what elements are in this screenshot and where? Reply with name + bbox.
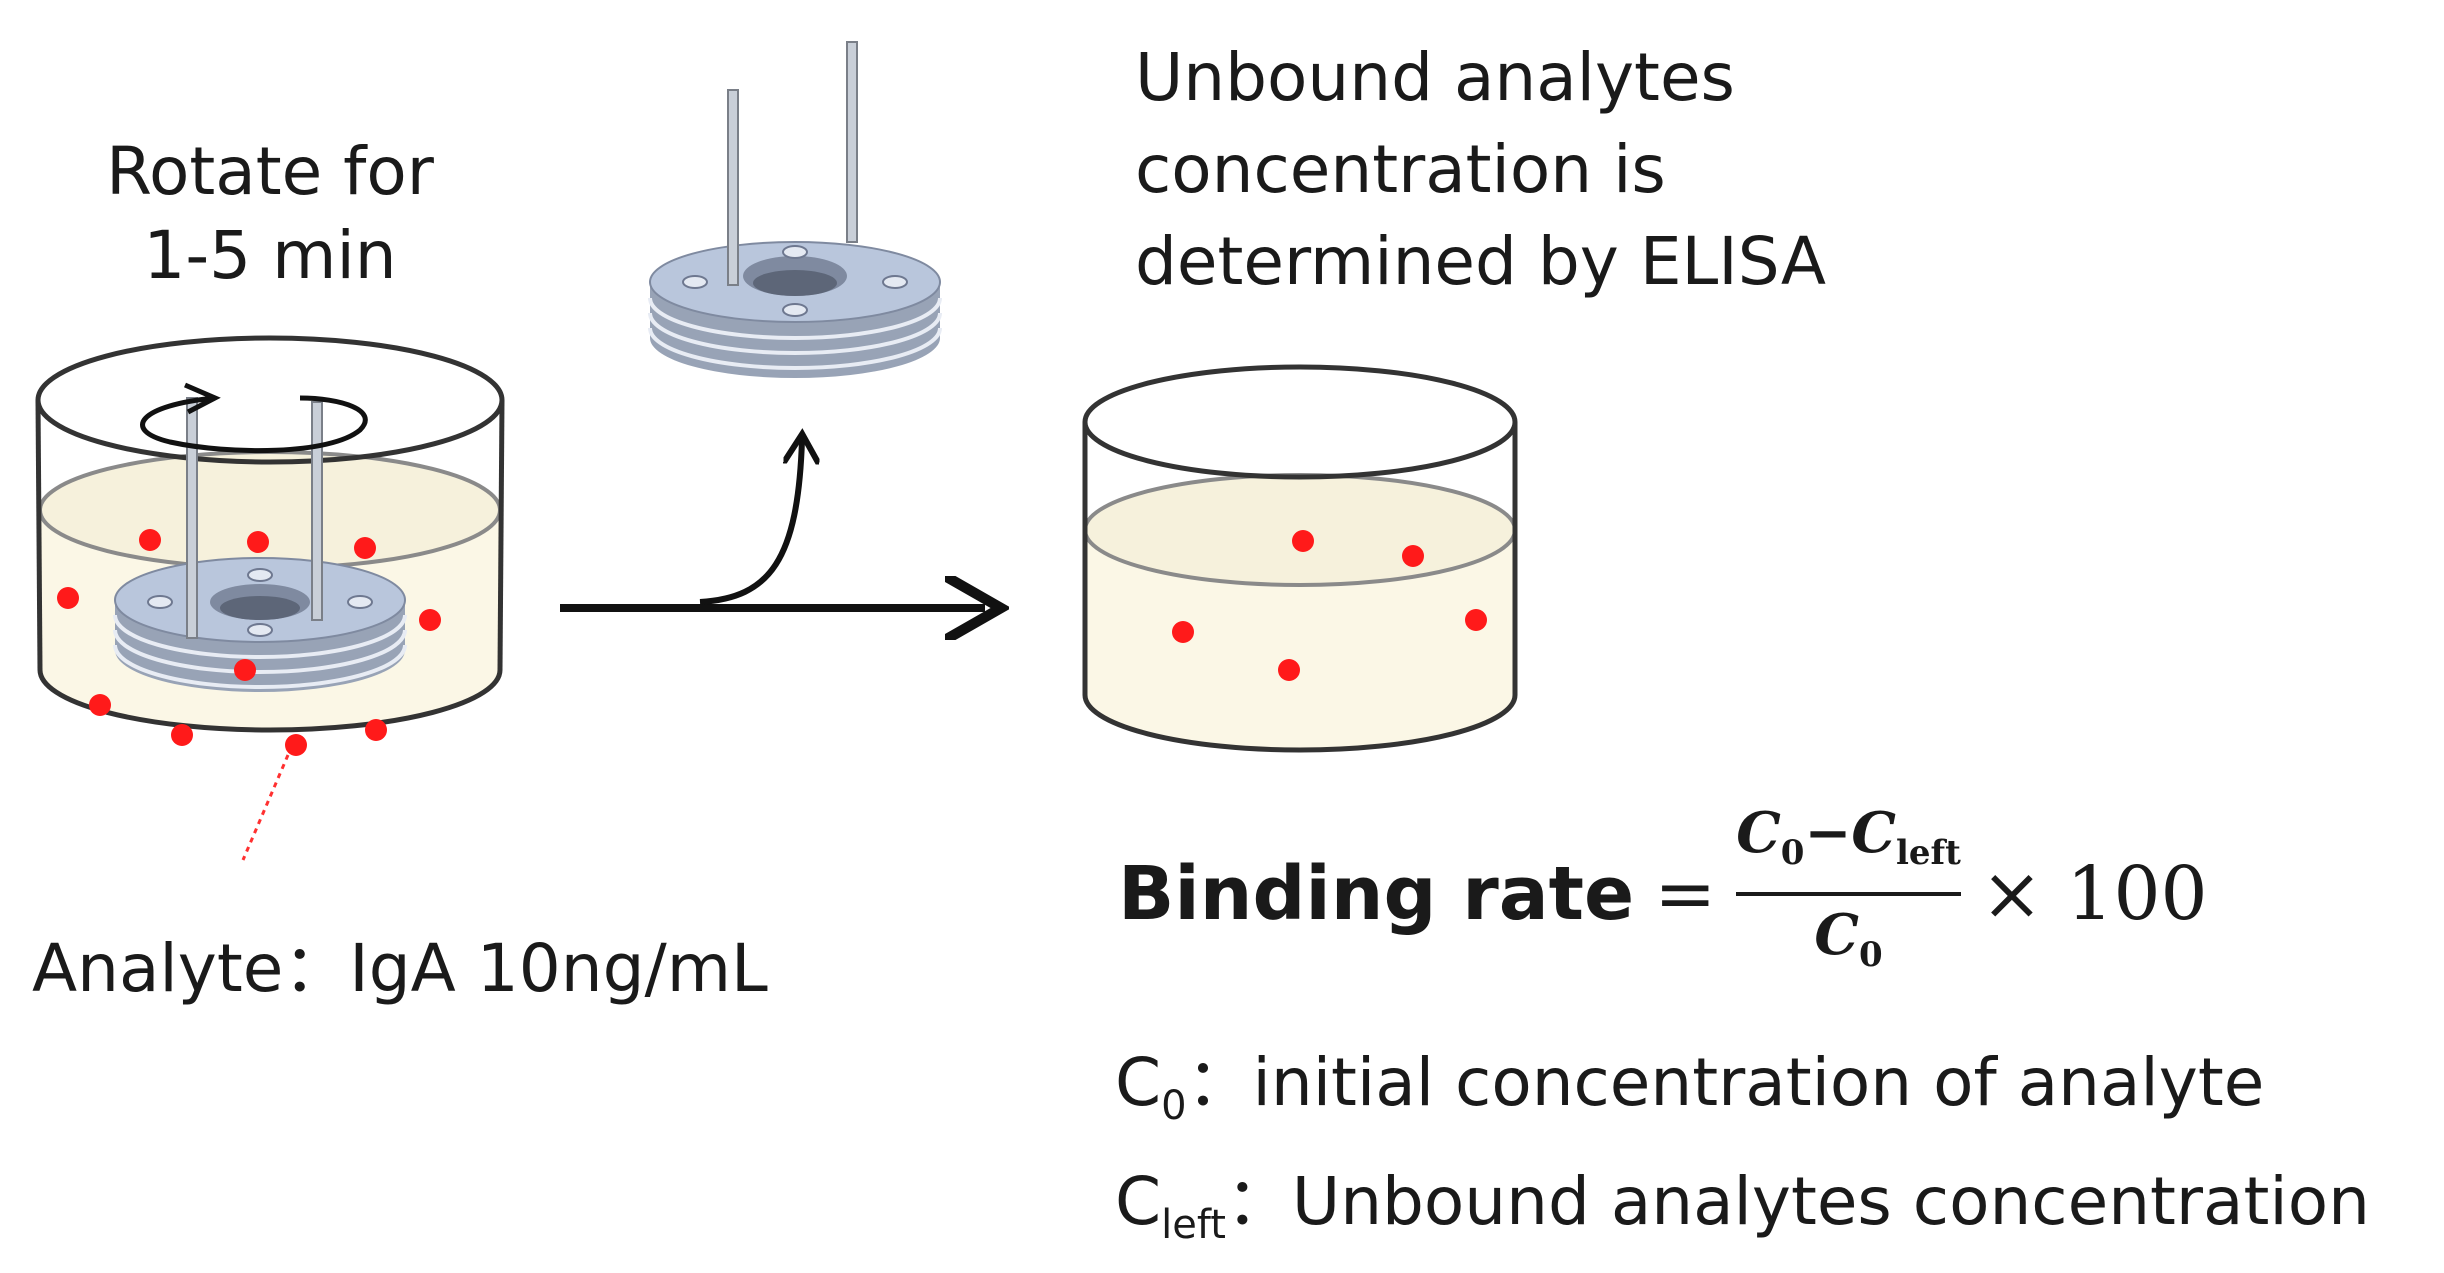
right-beaker (1082, 364, 1518, 753)
formula-numerator: C0−Cleft (1736, 800, 1961, 874)
elisa-caption-line-2: concentration is (1135, 131, 1666, 208)
analyte-dots-left (57, 529, 441, 756)
electrode-removed (648, 41, 942, 378)
formula-lhs: Binding rate (1118, 851, 1635, 938)
rotate-caption: Rotate for 1-5 min (60, 130, 480, 298)
rotation-arrow-icon (140, 395, 368, 454)
rotate-caption-line-2: 1-5 min (143, 217, 397, 294)
definition-cleft: Cleft：Unbound analytes concentration (1115, 1163, 2370, 1249)
elisa-caption: Unbound analytes concentration is determ… (1135, 32, 1826, 308)
analyte-dots-right (1172, 530, 1487, 681)
binding-rate-formula: Binding rate = C0−Cleft C0 × 100 (1118, 800, 2208, 988)
elisa-caption-line-1: Unbound analytes (1135, 39, 1735, 116)
electrode-in-beaker (113, 397, 407, 692)
formula-fraction: C0−Cleft C0 (1736, 800, 1961, 988)
analyte-label: Analyte：IgA 10ng/mL (32, 930, 768, 1007)
fraction-bar (1736, 892, 1961, 897)
rotate-caption-line-1: Rotate for (106, 133, 434, 210)
process-diagram (35, 41, 1518, 861)
symbol-definitions: C0：initial concentration of analyte Clef… (1115, 1035, 2370, 1273)
definition-c0: C0：initial concentration of analyte (1115, 1044, 2265, 1130)
formula-times-100: × 100 (1980, 851, 2208, 938)
elisa-caption-line-3: determined by ELISA (1135, 223, 1827, 300)
process-arrow (560, 440, 985, 608)
formula-denominator: C0 (1814, 902, 1883, 976)
formula-equals: = (1654, 851, 1717, 938)
analyte-leader-line (241, 754, 290, 861)
